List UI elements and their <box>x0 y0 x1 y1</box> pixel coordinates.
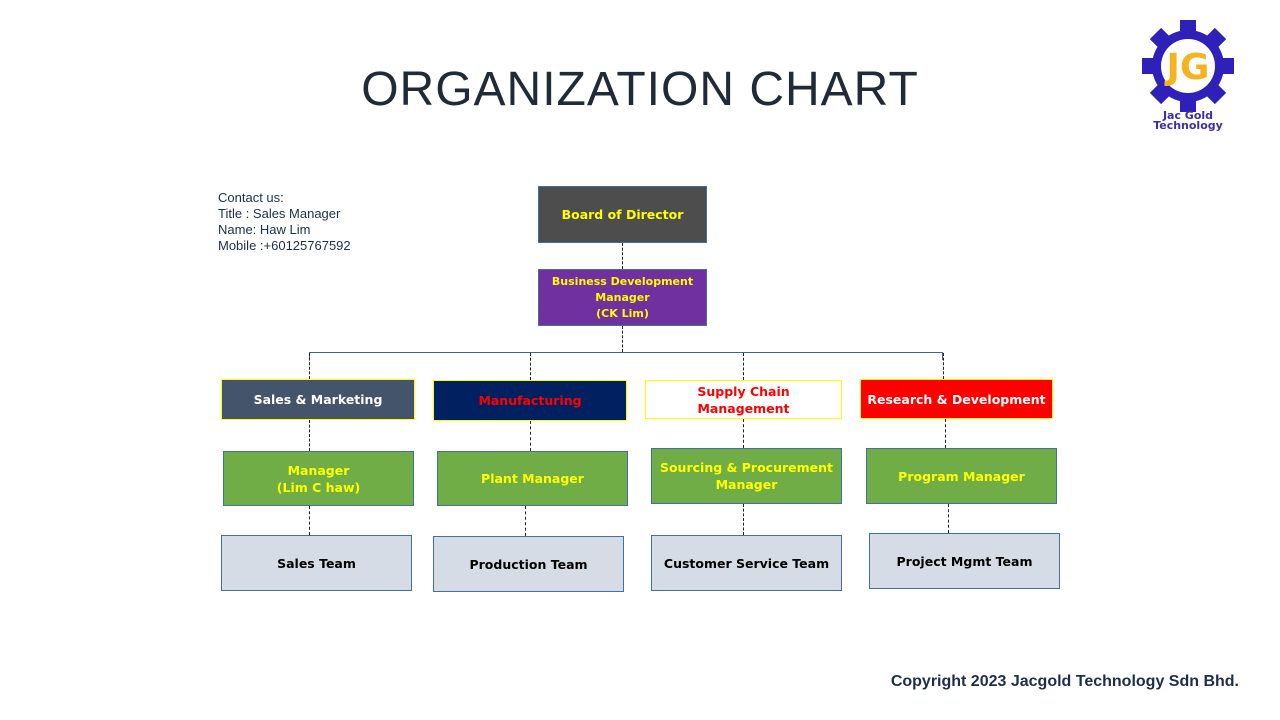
team-project-label: Project Mgmt Team <box>896 553 1033 569</box>
manager-plant-box: Plant Manager <box>437 451 628 506</box>
business-development-manager-box: Business Development Manager (CK Lim) <box>538 269 707 326</box>
connector-supply-chain-manager <box>743 419 744 448</box>
connector-board-bdm <box>622 243 623 269</box>
department-sales-marketing: Sales & Marketing <box>221 379 415 420</box>
connector-bus-rnd <box>943 353 944 379</box>
connector-bus-supply-chain <box>743 353 744 380</box>
connector-bdm-bus <box>622 326 623 352</box>
connector-bus-manufacturing <box>530 353 531 380</box>
connector-rnd-manager <box>945 419 946 448</box>
connector-horizontal-bus <box>309 352 943 353</box>
team-sales-box: Sales Team <box>221 535 412 591</box>
manager-sourcing-label: Sourcing & Procurement Manager <box>659 460 834 492</box>
department-manufacturing-label: Manufacturing <box>478 393 582 408</box>
department-supply-chain-label: Supply Chain Management <box>697 383 790 416</box>
contact-heading: Contact us: <box>218 190 284 205</box>
jacgold-logo: JG <box>1142 20 1234 112</box>
connector-sales-manager <box>309 420 310 451</box>
team-customer-service-box: Customer Service Team <box>651 535 842 591</box>
department-research-development-label: Research & Development <box>867 391 1046 407</box>
team-sales-label: Sales Team <box>277 555 356 571</box>
contact-info: Contact us: Title : Sales Manager Name: … <box>218 190 351 254</box>
team-production-box: Production Team <box>433 536 624 592</box>
manager-plant-label: Plant Manager <box>481 471 584 486</box>
gear-icon: JG <box>1142 20 1234 112</box>
team-project-box: Project Mgmt Team <box>869 533 1060 589</box>
connector-manufacturing-manager <box>530 421 531 451</box>
copyright-text: Copyright 2023 Jacgold Technology Sdn Bh… <box>890 673 1239 690</box>
connector-bus-sales <box>309 353 310 379</box>
board-of-director-label: Board of Director <box>561 207 684 222</box>
contact-name: Name: Haw Lim <box>218 222 311 237</box>
manager-sales-box: Manager (Lim C haw) <box>223 451 414 506</box>
manager-sourcing-box: Sourcing & Procurement Manager <box>651 448 842 504</box>
connector-production-team <box>525 506 526 536</box>
manager-program-label: Program Manager <box>898 468 1025 484</box>
contact-mobile: Mobile :+60125767592 <box>218 238 351 253</box>
connector-bus-right-end <box>942 352 943 360</box>
connector-project-team <box>948 504 949 533</box>
logo-text-line1: Jac Gold <box>1162 109 1214 122</box>
connector-sales-team <box>309 506 310 535</box>
svg-text:JG: JG <box>1164 47 1210 88</box>
team-production-label: Production Team <box>469 556 588 572</box>
manager-program-box: Program Manager <box>866 448 1057 504</box>
contact-title: Title : Sales Manager <box>218 206 341 221</box>
department-research-development: Research & Development <box>860 379 1053 419</box>
department-manufacturing: Manufacturing <box>433 380 627 421</box>
team-customer-service-label: Customer Service Team <box>663 555 830 571</box>
department-supply-chain: Supply Chain Management <box>645 380 842 419</box>
department-sales-marketing-label: Sales & Marketing <box>253 392 383 407</box>
connector-customer-service-team <box>743 504 744 535</box>
board-of-director-box: Board of Director <box>538 186 707 243</box>
page-title: ORGANIZATION CHART <box>361 63 919 116</box>
business-development-manager-label: Business Development Manager (CK Lim) <box>551 274 694 320</box>
manager-sales-label: Manager (Lim C haw) <box>276 462 361 495</box>
logo-text-line2: Technology <box>1153 119 1223 132</box>
